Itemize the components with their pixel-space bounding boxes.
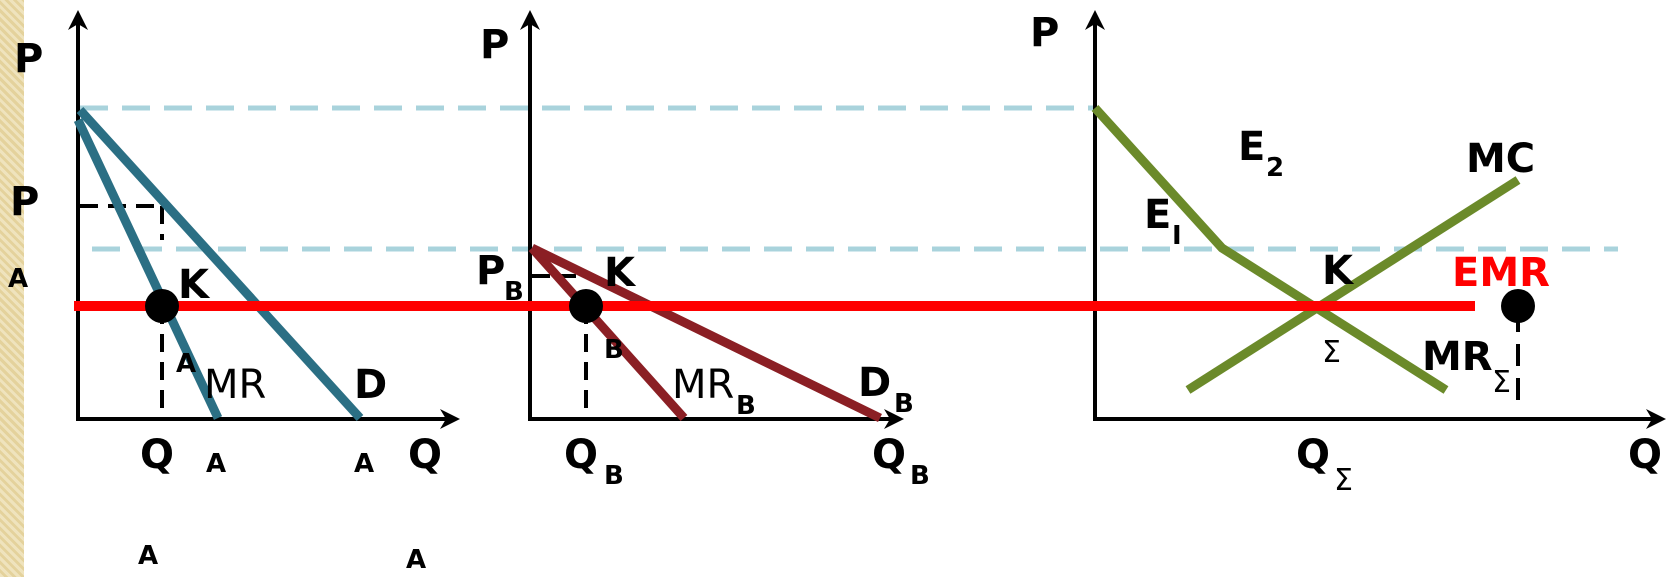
panel-b-equilibrium-point <box>569 289 603 323</box>
panel-a-y-axis-label: P <box>14 36 43 82</box>
panel-c-e1-label: E <box>1144 192 1171 238</box>
panel-c-mr-label: MR <box>1422 334 1493 380</box>
panel-b-demand-curve <box>530 243 882 423</box>
panel-a-point-label: K <box>178 262 211 308</box>
panel-b-x-axis-label: Q <box>872 432 906 478</box>
panel-b-point-label: K <box>604 250 637 296</box>
panel-b-price-subscript: B <box>504 277 524 307</box>
panel-b-quantity-point-subscript: B <box>604 461 624 491</box>
panel-a-x-axis-subscript: A <box>406 545 426 575</box>
panel-a-mr-curve <box>73 118 223 420</box>
panel-b-demand-label: D <box>858 360 891 406</box>
panel-a-mr-quantity-subscript: A <box>206 449 226 479</box>
panel-a-mr-subscript: A <box>176 349 196 379</box>
panel-b-y-axis-label: P <box>480 22 509 68</box>
panel-a-quantity-point-label: Q <box>140 432 174 478</box>
panel-c-equilibrium-point <box>1501 289 1535 323</box>
panel-b <box>520 10 904 429</box>
panel-c-e2-label: E <box>1238 124 1265 170</box>
panel-a-price-label: P <box>10 179 39 225</box>
panel-a-demand-subscript: A <box>354 449 374 479</box>
panel-a-mr-label: MR <box>204 362 266 408</box>
panel-c-x-axis-label: Q <box>1628 432 1662 478</box>
panel-c-e2-subscript: 2 <box>1266 153 1284 183</box>
panel-a-demand-curve <box>76 106 364 422</box>
panel-a <box>68 10 460 429</box>
panel-c-quantity-point-label: Q <box>1296 432 1330 478</box>
decorative-side-strip <box>0 0 24 577</box>
panel-b-point-subscript: B <box>604 335 624 365</box>
panel-a-equilibrium-point <box>145 289 179 323</box>
panel-b-x-axis-subscript: B <box>910 461 930 491</box>
panel-b-demand-subscript: B <box>894 389 914 419</box>
emr-label: EMR <box>1452 250 1550 296</box>
panel-b-mr-subscript: B <box>736 391 756 421</box>
panel-a-price-subscript: A <box>8 264 28 294</box>
panel-c-e1-subscript: I <box>1172 221 1182 251</box>
panel-c-point-subscript: Σ <box>1322 335 1341 370</box>
panel-c-mr-subscript: Σ <box>1492 365 1511 400</box>
panel-c-mc-final <box>1185 176 1521 394</box>
panel-c-point-label: K <box>1322 248 1355 294</box>
panel-b-quantity-point-label: Q <box>564 432 598 478</box>
panel-a-quantity-point-subscript: A <box>138 541 158 571</box>
panel-b-mr-curve <box>528 245 688 421</box>
panel-c-y-axis-label: P <box>1030 10 1059 56</box>
panel-c <box>1085 10 1666 429</box>
panel-a-x-axis-label: Q <box>408 432 442 478</box>
panel-c-aggregate-mr-curve <box>1091 104 1449 394</box>
panel-a-demand-label: D <box>354 362 387 408</box>
panel-c-quantity-point-subscript: Σ <box>1334 463 1353 498</box>
panel-b-mr-label: MR <box>672 362 734 408</box>
panel-b-price-label: P <box>476 248 505 294</box>
panel-c-mc-label: MC <box>1466 136 1535 182</box>
